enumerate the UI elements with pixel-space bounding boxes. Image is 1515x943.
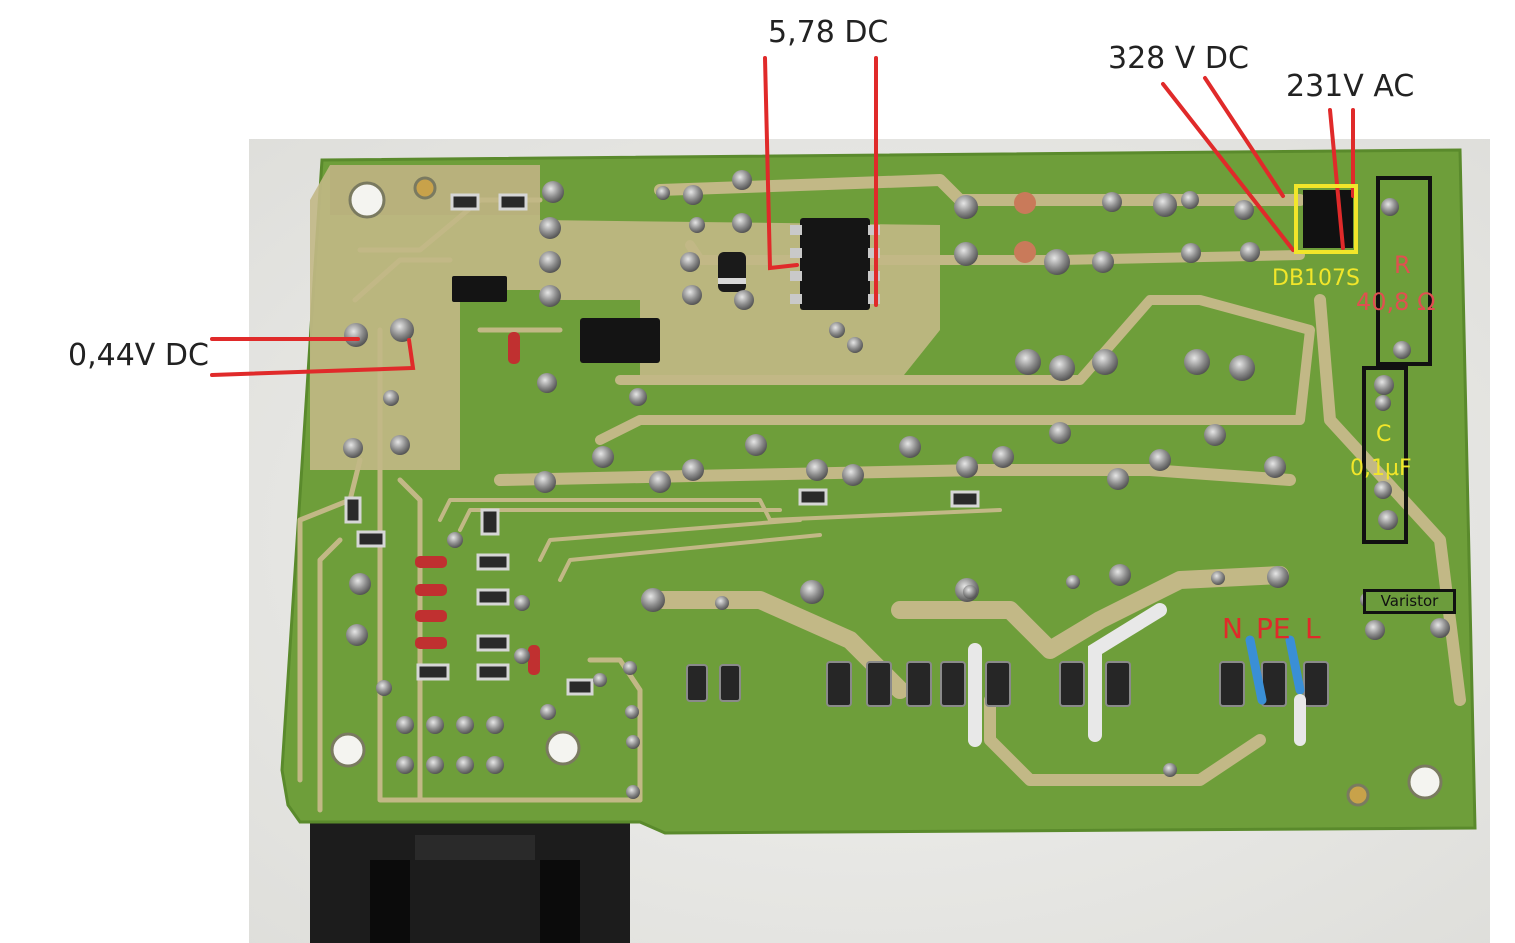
- mounting-holes: [330, 176, 1443, 807]
- protective-earth-label: PE: [1256, 612, 1291, 645]
- pin-header: [396, 716, 504, 774]
- voltage-231v-ac-label: 231V AC: [1286, 69, 1415, 104]
- smd-components: [344, 193, 980, 696]
- resistor-value-label: 40,8 Ω: [1356, 288, 1436, 316]
- bridge-rectifier-body: [1303, 190, 1353, 248]
- optocoupler: [580, 318, 660, 363]
- tny275-ic: [790, 218, 880, 310]
- terminal-pins: [686, 661, 1329, 707]
- wires: [968, 603, 1306, 747]
- annotation-lines: [210, 56, 1355, 377]
- capacitor-box: [1362, 366, 1408, 544]
- voltage-0-44v-dc-label: 0,44V DC: [68, 338, 209, 373]
- solder-joints: [343, 170, 1450, 799]
- glass-diodes: [415, 332, 540, 675]
- bridge-rectifier-box: [1294, 184, 1358, 254]
- resistor-letter-label: R: [1394, 251, 1411, 279]
- smd-diode-top: [452, 276, 507, 302]
- voltage-5-78-dc-label: 5,78 DC: [768, 15, 889, 50]
- voltage-328v-dc-label: 328 V DC: [1108, 41, 1249, 76]
- live-label: L: [1305, 612, 1321, 645]
- capacitor-letter-label: C: [1376, 422, 1392, 447]
- varistor-label: Varistor: [1363, 589, 1456, 614]
- axial-diode: [718, 252, 746, 292]
- bridge-rectifier-label: DB107S: [1272, 266, 1360, 291]
- resistor-box: [1376, 176, 1432, 366]
- capacitor-value-label: 0,1µF: [1350, 456, 1412, 481]
- neutral-label: N: [1222, 612, 1243, 645]
- bottom-connector: [310, 820, 630, 943]
